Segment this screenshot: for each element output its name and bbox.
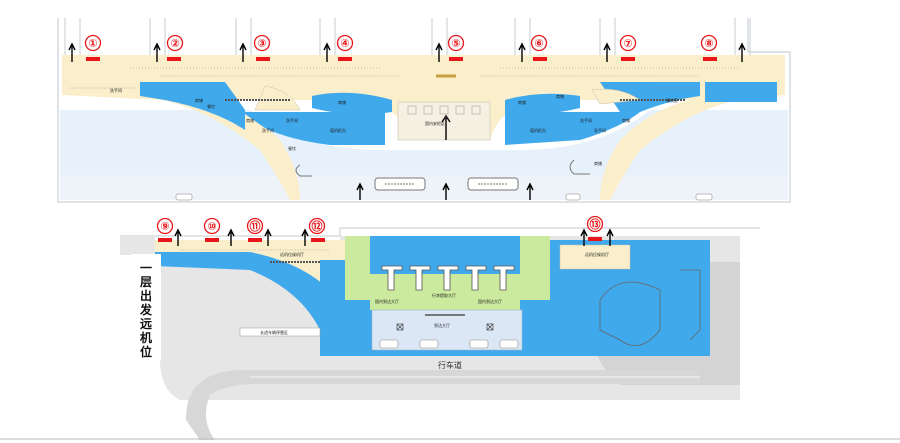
lower-seating (180, 249, 330, 263)
baggage-carousels (381, 265, 515, 291)
gate-marker-5[interactable]: ⑤ (447, 34, 465, 62)
lower-area-labels: 远机位候机厅 远机位候机厅 行李提取大厅 国内到达大厅 国内到达大厅 到达大厅 (280, 251, 609, 328)
gate-marker-3[interactable]: ③ (253, 34, 271, 62)
arrival-label: 国内到达大厅 (375, 298, 399, 304)
upper-gate-markers: ① ② ③ ④ ⑤ (84, 34, 718, 62)
lower-floor: 行车道 长途车辆停靠区 一 层 出 发 远 机 位 (120, 215, 760, 441)
gate-marker-13[interactable]: ⑬ (586, 215, 604, 242)
gate-number: ⑪ (250, 219, 261, 233)
side-title-char: 发 (139, 302, 153, 317)
arrival-doors (379, 339, 519, 349)
gate-marker-2[interactable]: ② (166, 34, 184, 62)
upper-right-end-block (705, 82, 777, 102)
upper-right-block (505, 112, 640, 145)
parking-label: 长途车辆停靠区 (260, 329, 288, 335)
waiting-room-label: 远机位候机厅 (280, 251, 304, 257)
restroom-label: 洗手间 (286, 117, 298, 123)
arrival-hall-label: 到达大厅 (434, 322, 450, 328)
security-arrow-icon (441, 114, 451, 140)
gate-number: ⑬ (590, 217, 601, 231)
parking-strip (239, 327, 321, 337)
gate-marker-6[interactable]: ⑥ (530, 34, 548, 62)
gate-number: ⑦ (623, 37, 632, 50)
gate-marker-4[interactable]: ④ (336, 34, 354, 62)
checkin-label: 值机柜台 (530, 127, 546, 133)
gate-marker-7[interactable]: ⑦ (619, 34, 637, 62)
side-title-char: 机 (140, 330, 152, 345)
shop-label: 商铺 (195, 97, 203, 103)
gate-number: ⑤ (451, 37, 460, 50)
side-title-box (131, 254, 161, 360)
checkin-label: 值机柜台 (330, 127, 346, 133)
upper-right-kiosk (505, 93, 580, 115)
dining-label: 餐饮 (207, 103, 215, 109)
shop-label: 商铺 (556, 93, 564, 99)
gate-marker-1[interactable]: ① (84, 34, 102, 62)
side-title-char: 出 (140, 288, 152, 303)
upper-exit-arrows (68, 42, 746, 200)
upper-left-kiosk (312, 92, 392, 115)
gate-number: ③ (257, 37, 266, 50)
gate-marker-10[interactable]: ⑩ (203, 217, 221, 243)
upper-doors (175, 193, 713, 201)
gate-number: ② (170, 37, 179, 50)
gate-marker-9[interactable]: ⑨ (156, 217, 174, 243)
upper-floor: ① ② ③ ④ ⑤ (57, 18, 791, 203)
restroom-label: 洗手间 (110, 87, 122, 93)
gate-number: ⑩ (207, 220, 216, 233)
gate-number: ⑧ (704, 37, 713, 50)
gate-marker-8[interactable]: ⑧ (700, 34, 718, 62)
side-title-char: 远 (140, 317, 152, 331)
apron-track (599, 269, 701, 347)
upper-seating-rows (70, 67, 740, 101)
gate-number: ⑨ (160, 220, 169, 233)
shop-label: 商铺 (594, 160, 602, 166)
lower-blue-left (155, 252, 330, 330)
gate-number: ⑫ (312, 219, 323, 233)
side-title: 一 层 出 发 远 机 位 (139, 261, 153, 359)
shop-label: 商铺 (246, 117, 254, 123)
arrival-label: 国内到达大厅 (478, 298, 502, 304)
upper-left-wing (140, 82, 245, 130)
gate-number: ④ (340, 37, 349, 50)
security-label: 国内安检区 (425, 120, 445, 126)
upper-left-fin (254, 85, 301, 111)
shop-label: 商铺 (622, 117, 630, 123)
upper-hall-outline (57, 18, 791, 203)
lower-exit-arrows (174, 228, 614, 246)
restroom-label: 洗手间 (262, 127, 274, 133)
restroom-label: 洗手间 (580, 117, 592, 123)
road-label: 行车道 (438, 360, 462, 370)
shop-label: 商铺 (338, 99, 346, 105)
dining-label: 餐饮区 (666, 97, 678, 103)
gate-number: ① (88, 37, 97, 50)
upper-pillars (64, 18, 751, 55)
lower-gate-markers: ⑨ ⑩ ⑪ ⑫ ⑬ (156, 215, 604, 243)
side-title-char: 层 (140, 275, 152, 289)
security-lanes (407, 105, 481, 115)
upper-left-block (242, 112, 385, 145)
road-surface (185, 370, 700, 440)
dining-label: 餐饮 (288, 145, 296, 151)
side-title-char: 位 (140, 344, 152, 359)
upper-area-labels: 洗手间 商铺 餐饮 商铺 商铺 洗手间 洗手间 值机柜台 餐饮 国内安检区 商铺… (110, 87, 678, 166)
security-area (397, 101, 491, 141)
baggage-hall-label: 行李提取大厅 (432, 292, 456, 298)
waiting-room-label: 远机位候机厅 (585, 251, 609, 257)
upper-right-wing (600, 82, 700, 112)
lower-outline (120, 227, 760, 237)
gate-marker-11[interactable]: ⑪ (246, 217, 264, 243)
upper-escalators (295, 159, 590, 191)
gate-number: ⑥ (534, 37, 543, 50)
restroom-label: 洗手间 (594, 127, 606, 133)
right-waiting-room (559, 244, 631, 270)
shop-label: 商铺 (518, 99, 526, 105)
gate-marker-12[interactable]: ⑫ (308, 217, 326, 243)
side-title-char: 一 (140, 261, 152, 275)
